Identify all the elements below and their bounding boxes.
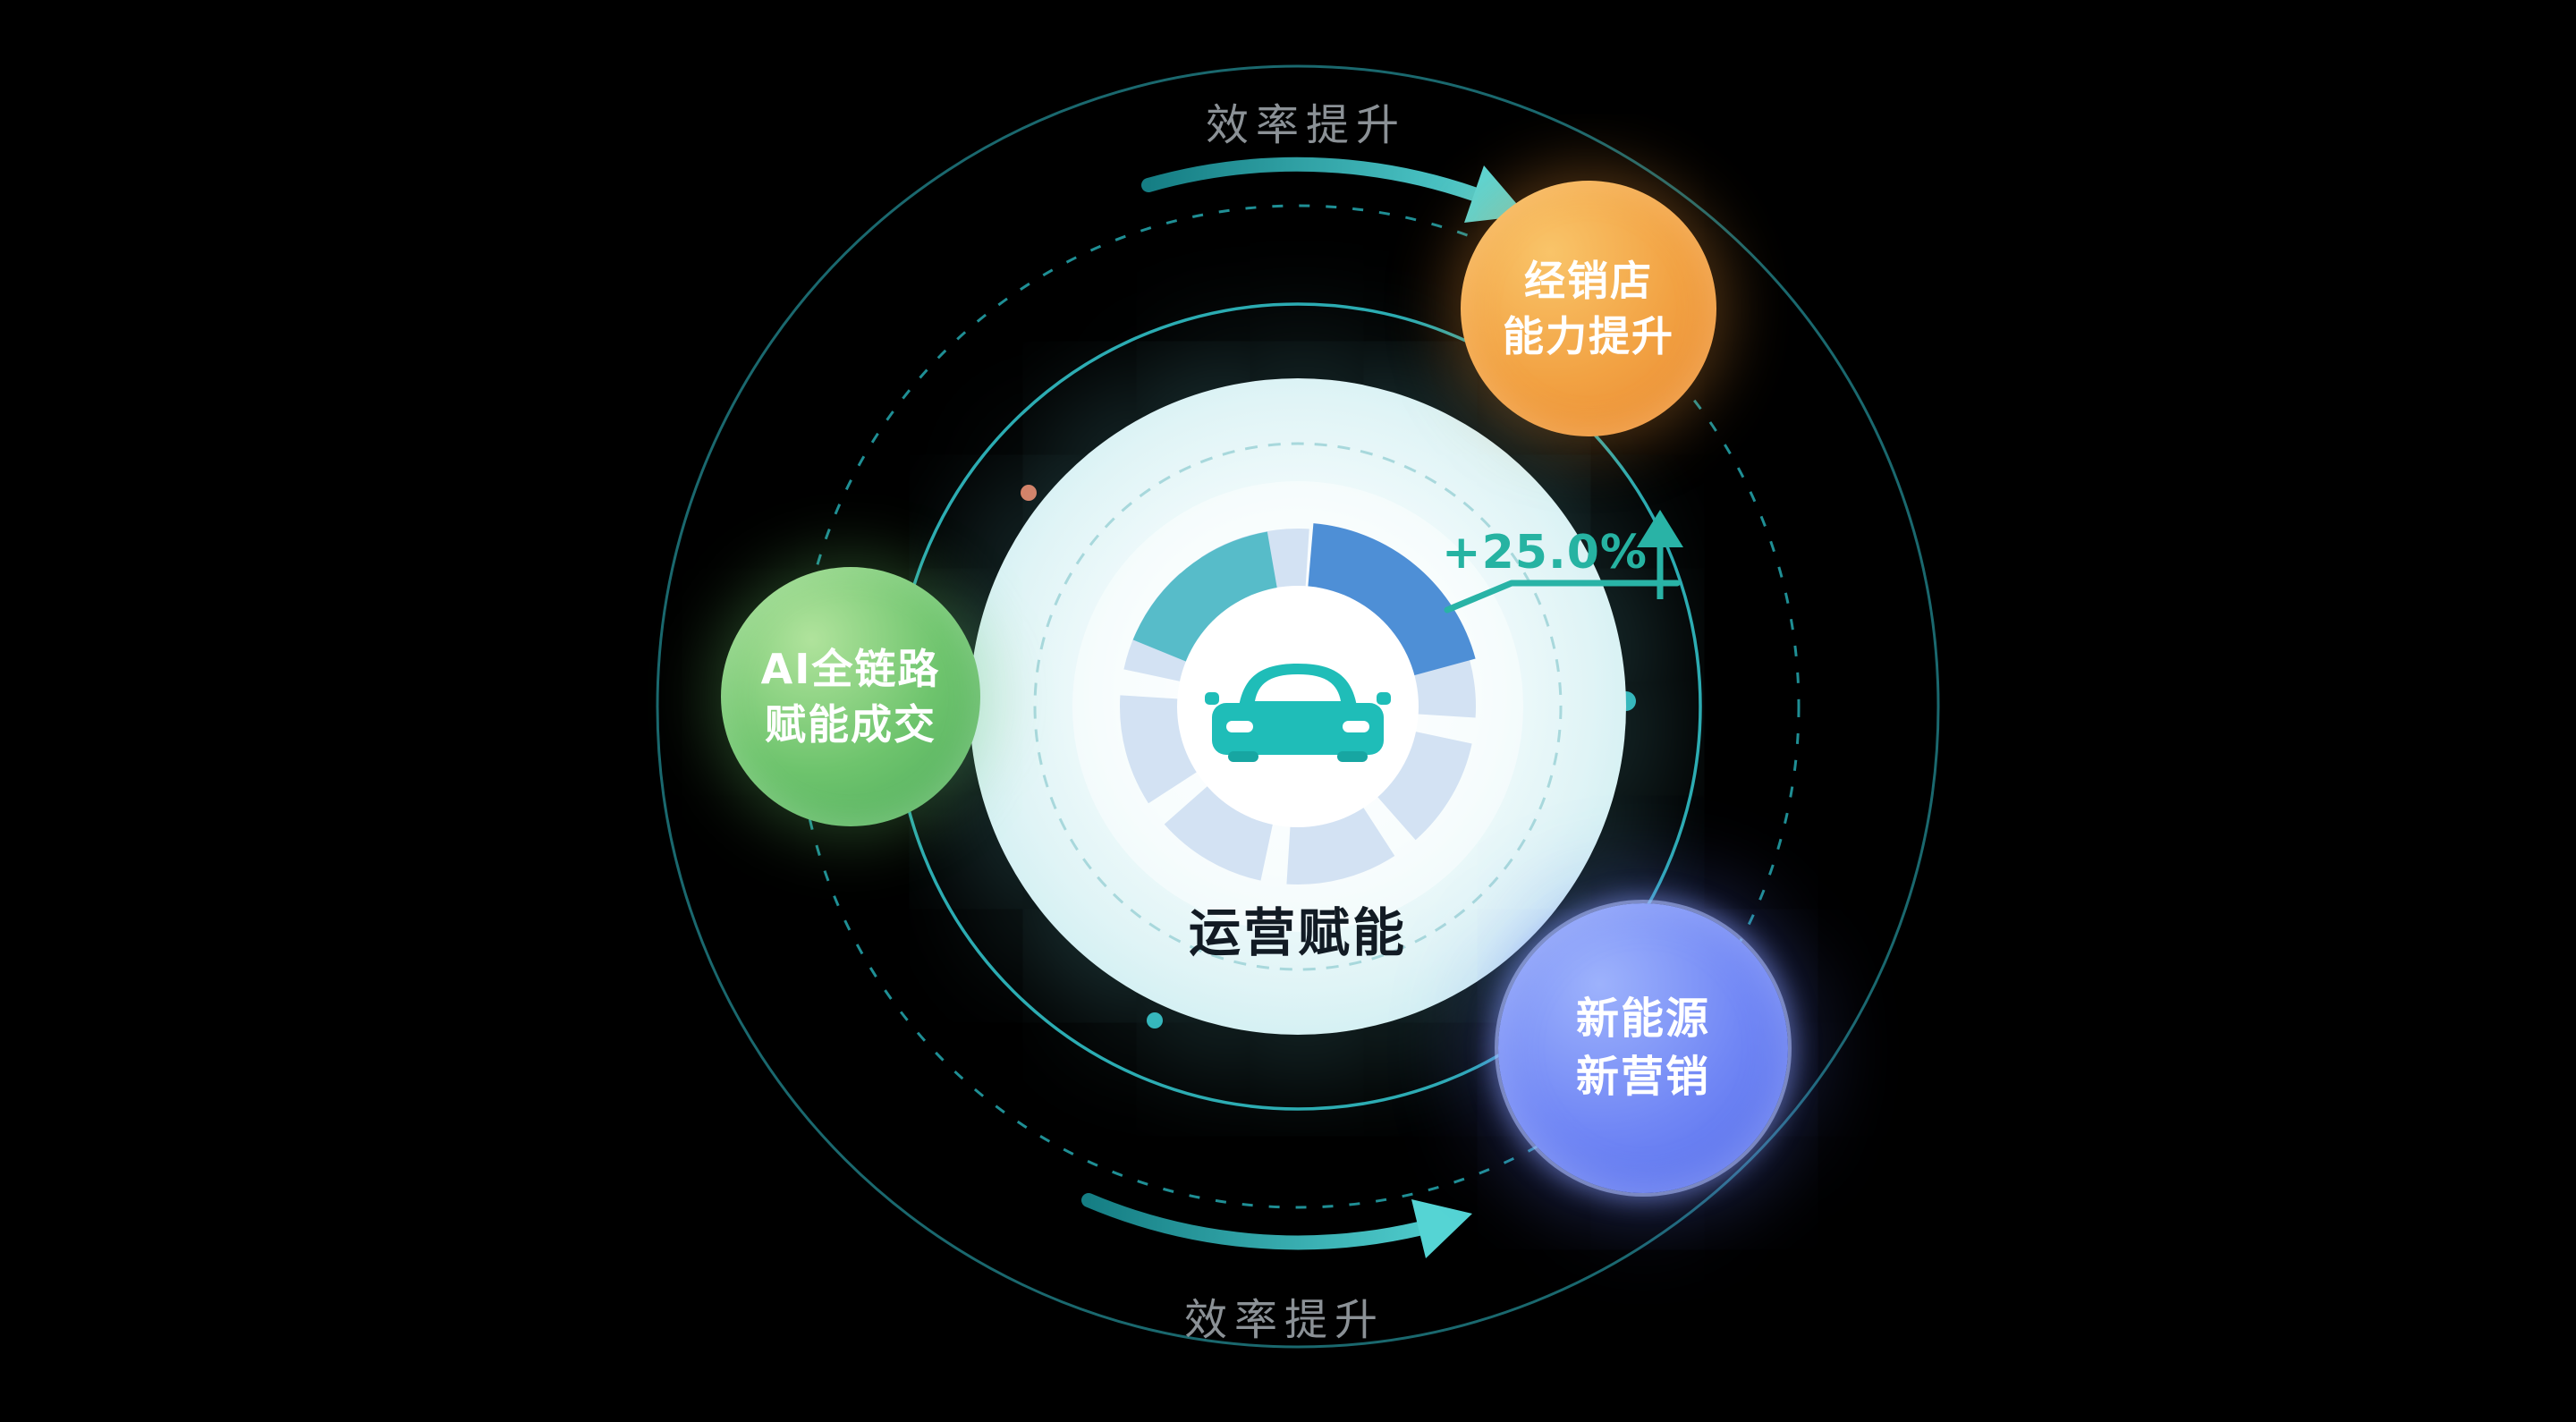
bubble-nev-line2: 新营销 <box>1575 1052 1710 1102</box>
metric-annotation <box>1444 510 1683 614</box>
gauge-ring <box>1120 523 1476 885</box>
orbit-dot-teal-bottom <box>1147 1012 1163 1028</box>
curved-arrow-icon-bottom <box>1081 1193 1472 1258</box>
bubble-dealer-capability: 经销店 能力提升 <box>1461 181 1716 436</box>
bubble-dealer-line1: 经销店 <box>1524 256 1653 305</box>
arrow-up-icon <box>1637 510 1683 599</box>
efficiency-label-top: 效率提升 <box>1205 100 1407 150</box>
gauge-blue-arc <box>1306 523 1476 679</box>
bubble-ai-fullchain: AI全链路 赋能成交 <box>721 567 980 826</box>
metric-value: +25.0% <box>1442 526 1648 580</box>
car-icon <box>1205 664 1391 762</box>
bubble-ai-line1: AI全链路 <box>760 644 941 693</box>
bubble-dealer-line2: 能力提升 <box>1503 312 1674 360</box>
gauge-teal-arc <box>1132 531 1280 665</box>
inner-dashed-circle <box>1033 442 1563 971</box>
orbit-ring-dashed <box>795 204 1801 1209</box>
efficiency-label-bottom: 效率提升 <box>1183 1295 1385 1345</box>
orbit-dot-orange <box>1021 485 1037 501</box>
bubble-ai-line2: 赋能成交 <box>765 700 936 749</box>
orbit-ring-outer <box>656 64 1940 1349</box>
center-title: 运营赋能 <box>1188 902 1408 963</box>
bubble-nev-line1: 新能源 <box>1575 994 1710 1045</box>
bubble-new-energy-marketing: 新能源 新营销 <box>1498 903 1788 1193</box>
